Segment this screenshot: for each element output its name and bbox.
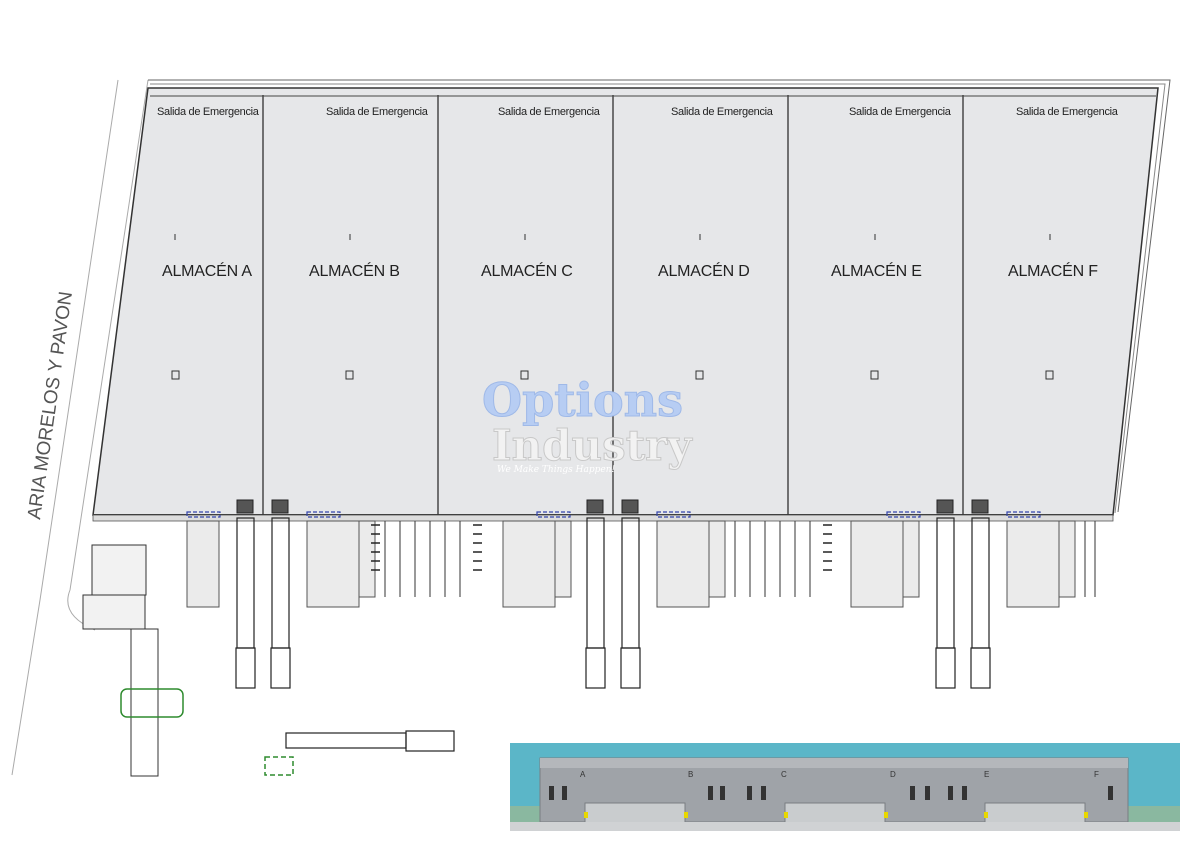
exit-label-d: Salida de Emergencia [671,106,774,118]
elevation-letter-f: F [1094,770,1099,779]
elevation-letter-d: D [890,770,896,779]
elevation-letter-a: A [580,770,586,779]
warehouse-label-f: ALMACÉN F [1008,261,1098,280]
dock-levelers [236,499,989,514]
parking-marker [264,756,294,776]
warehouse-dividers [262,95,964,515]
warehouse-label-a: ALMACÉN A [162,261,252,280]
warehouse-label-e: ALMACÉN E [831,261,922,280]
watermark: Options Industry We Make Things Happen! [482,373,694,476]
watermark-options: Options [482,373,683,427]
dock-fences [384,521,1096,597]
dock-offices [186,520,1076,608]
gate-booth [120,688,184,718]
exit-label-a: Salida de Emergencia [157,106,260,118]
exit-label-c: Salida de Emergencia [498,106,601,118]
warehouse-label-b: ALMACÉN B [309,261,400,280]
guardhouse [82,544,159,777]
watermark-industry: Industry [492,421,693,470]
dock-doors [186,511,1041,518]
elevation-letter-b: B [688,770,693,779]
column-markers [171,234,1054,380]
elevation-letter-e: E [984,770,989,779]
elevation-rendering: A B C D E F [510,743,1180,831]
trucks [235,517,991,752]
ramp-grilles [371,524,832,571]
exit-label-f: Salida de Emergencia [1016,106,1119,118]
warehouse-label-d: ALMACÉN D [658,261,750,280]
elevation-letter-c: C [781,770,787,779]
watermark-tagline: We Make Things Happen! [497,465,615,475]
warehouse-label-c: ALMACÉN C [481,261,573,280]
exit-label-b: Salida de Emergencia [326,106,429,118]
exit-label-e: Salida de Emergencia [849,106,952,118]
